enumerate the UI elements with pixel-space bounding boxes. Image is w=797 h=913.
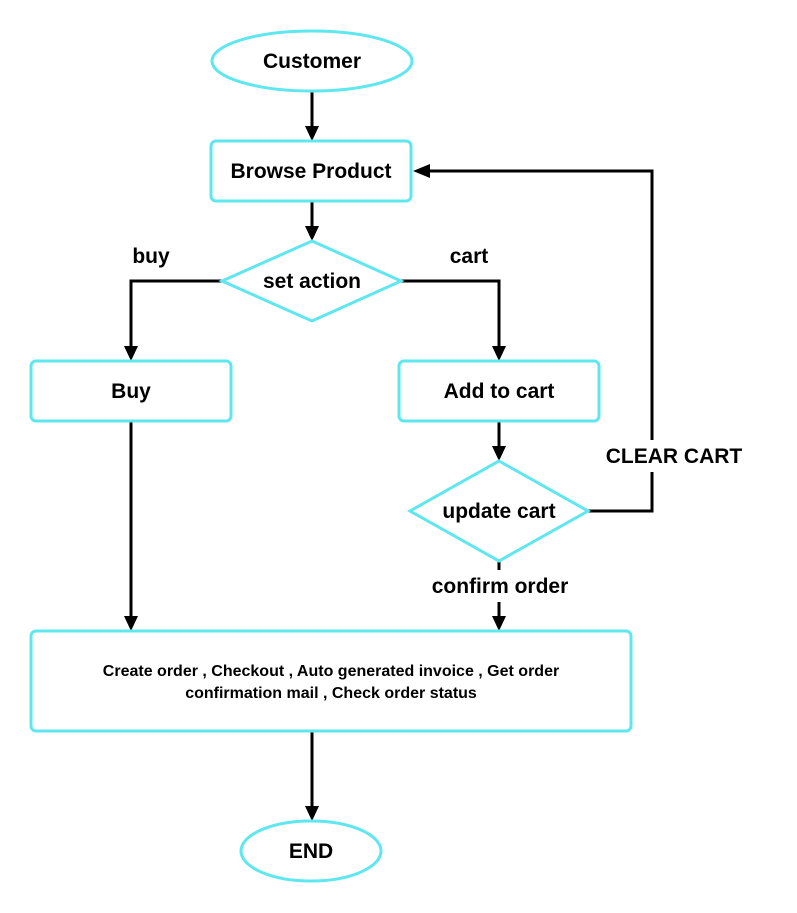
node-create-order[interactable]: Create order , Checkout , Auto generated… bbox=[29, 629, 633, 733]
edge-labels: buy cart CLEAR CART confirm order bbox=[132, 245, 756, 602]
connectors bbox=[124, 91, 654, 821]
add-to-cart-box bbox=[397, 359, 601, 423]
create-order-box bbox=[29, 629, 633, 733]
node-update-cart[interactable]: update cart bbox=[406, 459, 592, 563]
customer-ellipse bbox=[210, 29, 414, 93]
customer-label: Customer bbox=[263, 50, 361, 73]
arrowhead-add-to-cart-top bbox=[492, 346, 506, 361]
node-end[interactable]: END bbox=[239, 819, 383, 883]
buy-label: Buy bbox=[111, 380, 151, 403]
update-cart-diamond bbox=[406, 459, 592, 563]
set-action-label: set action bbox=[263, 270, 361, 293]
node-set-action[interactable]: set action bbox=[218, 239, 405, 323]
create-order-label-line2: confirmation mail , Check order status bbox=[185, 685, 477, 702]
clear-cart-label-bg bbox=[594, 440, 756, 472]
arrowhead-browse-right bbox=[413, 164, 430, 178]
browse-product-label: Browse Product bbox=[230, 160, 391, 183]
edge-label-confirm-order: confirm order bbox=[432, 575, 569, 598]
arrowhead-browse-top bbox=[305, 126, 319, 141]
node-buy[interactable]: Buy bbox=[29, 359, 233, 423]
edge-label-clear-cart: CLEAR CART bbox=[606, 445, 743, 468]
browse-product-box bbox=[209, 139, 413, 203]
create-order-label-line1: Create order , Checkout , Auto generated… bbox=[103, 663, 559, 680]
arrowhead-create-order-left bbox=[124, 616, 138, 631]
arrowhead-buy-top bbox=[124, 346, 138, 361]
node-customer[interactable]: Customer bbox=[210, 29, 414, 93]
nodes: Customer Browse Product set action Buy A… bbox=[29, 29, 633, 883]
edge-set-action-to-buy bbox=[129, 279, 222, 348]
update-cart-label: update cart bbox=[442, 500, 555, 523]
arrowhead-set-action-top bbox=[305, 226, 319, 241]
arrowhead-create-order-right bbox=[492, 616, 506, 631]
end-ellipse bbox=[239, 819, 383, 883]
node-browse-product[interactable]: Browse Product bbox=[209, 139, 413, 203]
set-action-diamond bbox=[218, 239, 405, 323]
edge-label-cart: cart bbox=[450, 245, 489, 268]
edge-set-action-to-add-to-cart bbox=[401, 279, 501, 348]
edge-update-cart-to-browse-loop bbox=[428, 169, 654, 513]
end-label: END bbox=[289, 840, 333, 863]
add-to-cart-label: Add to cart bbox=[444, 380, 555, 403]
confirm-order-label-bg bbox=[418, 570, 582, 602]
node-add-to-cart[interactable]: Add to cart bbox=[397, 359, 601, 423]
arrowhead-update-cart-top bbox=[492, 446, 506, 461]
arrowhead-end-top bbox=[305, 806, 319, 821]
edge-label-buy: buy bbox=[132, 245, 170, 268]
buy-box bbox=[29, 359, 233, 423]
